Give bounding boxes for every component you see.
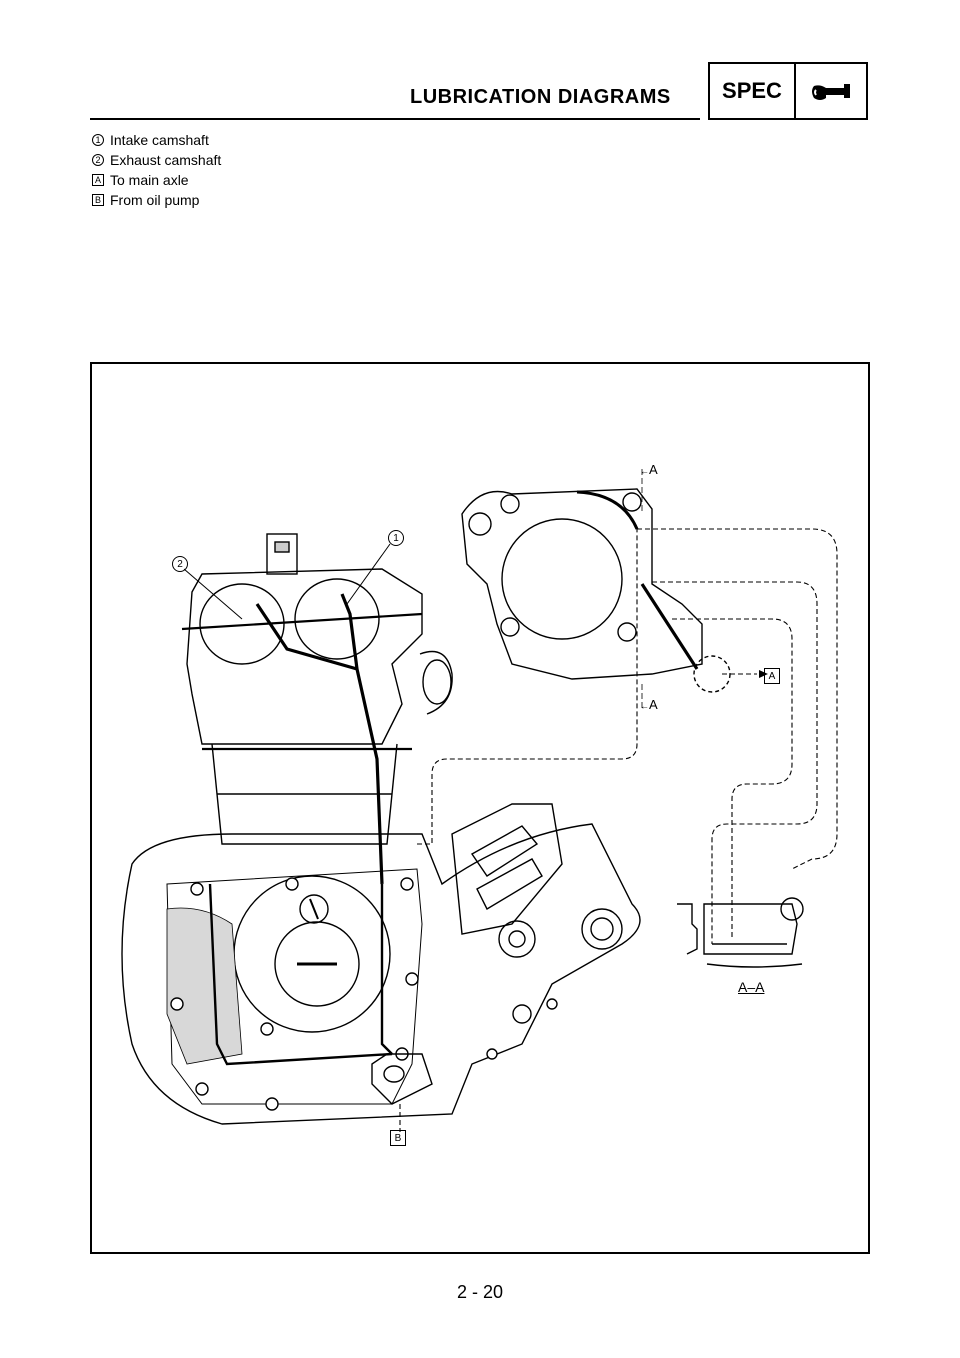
wrench-icon bbox=[796, 64, 866, 118]
section-mark-bottom: ←A bbox=[640, 697, 658, 712]
section-label: A–A bbox=[738, 979, 765, 995]
legend-text: Exhaust camshaft bbox=[110, 152, 222, 168]
callout-leaders bbox=[183, 543, 391, 620]
spec-label: SPEC bbox=[710, 64, 796, 118]
legend-text: From oil pump bbox=[110, 192, 200, 208]
page-number: 2 - 20 bbox=[456, 1282, 504, 1302]
callout-1-label: 1 bbox=[393, 532, 399, 544]
callout-2: 2 bbox=[172, 556, 188, 572]
callout-2-label: 2 bbox=[177, 558, 183, 570]
legend-text: Intake camshaft bbox=[110, 132, 209, 148]
callout-b-label: B bbox=[394, 1132, 402, 1144]
legend-item-from-oil-pump: B From oil pump bbox=[92, 190, 221, 210]
header-rule bbox=[90, 118, 700, 120]
legend: 1 Intake camshaft 2 Exhaust camshaft A T… bbox=[92, 130, 221, 210]
legend-text: To main axle bbox=[110, 172, 189, 188]
legend-mark: B bbox=[92, 194, 104, 206]
legend-mark: 2 bbox=[92, 154, 104, 166]
legend-item-intake-camshaft: 1 Intake camshaft bbox=[92, 130, 221, 150]
callout-a: A bbox=[764, 668, 780, 684]
section-mark-bottom-label: A bbox=[649, 697, 658, 712]
legend-mark: 1 bbox=[92, 134, 104, 146]
callout-a-label: A bbox=[768, 670, 776, 682]
legend-mark: A bbox=[92, 174, 104, 186]
lubrication-diagram-figure: 1 2 A B ←A ←A A–A bbox=[90, 362, 870, 1254]
legend-item-to-main-axle: A To main axle bbox=[92, 170, 221, 190]
engine-illustration bbox=[121, 469, 838, 1132]
callout-1: 1 bbox=[388, 530, 404, 546]
legend-item-exhaust-camshaft: 2 Exhaust camshaft bbox=[92, 150, 221, 170]
page-title: LUBRICATION DIAGRAMS bbox=[410, 86, 671, 108]
callout-b: B bbox=[390, 1130, 406, 1146]
section-mark-top-label: A bbox=[649, 462, 658, 477]
section-mark-top: ←A bbox=[640, 462, 658, 477]
spec-tag: SPEC bbox=[708, 62, 868, 120]
